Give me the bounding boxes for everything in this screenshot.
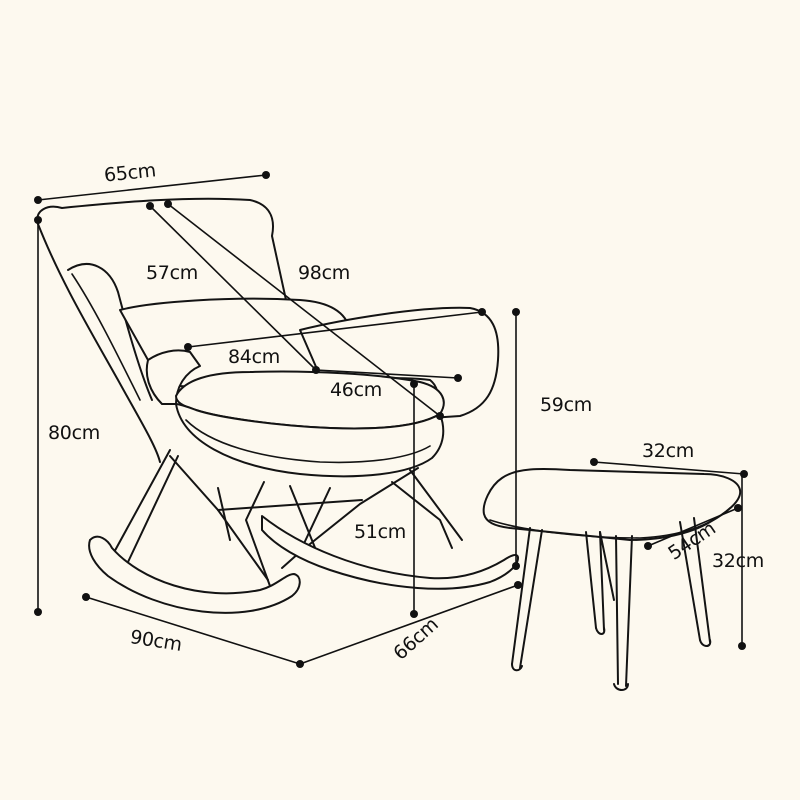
- stool-legs: [511, 517, 712, 691]
- label-seat-depth: 46cm: [330, 379, 382, 401]
- label-seat-height: 51cm: [354, 521, 406, 543]
- left-armrest: [145, 349, 201, 405]
- label-armrest-width: 84cm: [228, 346, 280, 368]
- left-rocker: [88, 535, 301, 614]
- dimension-lines: [34, 171, 748, 668]
- label-backrest-depth: 57cm: [146, 262, 198, 284]
- right-armrest: [299, 306, 500, 419]
- right-rocker: [261, 515, 519, 590]
- chair-back-shell: [36, 197, 301, 315]
- steel-frame: [111, 449, 463, 587]
- label-stool-height: 32cm: [712, 550, 764, 572]
- label-backrest-diagonal: 98cm: [298, 262, 350, 284]
- rocking-chair: [36, 197, 519, 614]
- footstool: [482, 467, 742, 691]
- label-total-height: 80cm: [48, 422, 100, 444]
- label-arm-height: 59cm: [540, 394, 592, 416]
- label-stool-width: 32cm: [642, 440, 694, 462]
